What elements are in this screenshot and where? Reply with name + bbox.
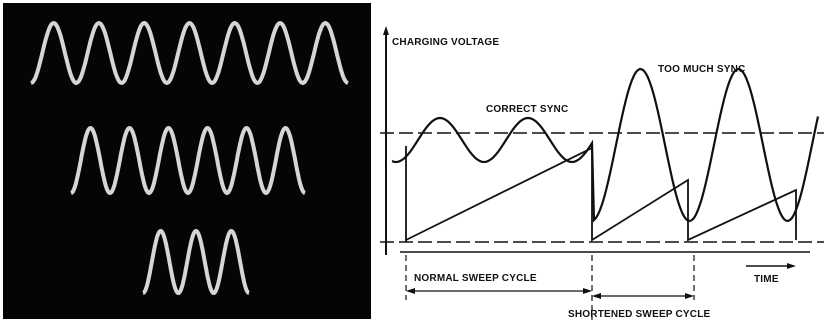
shortened-cycle-arrow-right — [685, 293, 694, 299]
charging-voltage-label: CHARGING VOLTAGE — [392, 37, 499, 48]
normal-cycle-arrow-right — [583, 288, 592, 294]
sync-waveform — [391, 67, 820, 223]
trace-2 — [70, 126, 306, 195]
oscilloscope-screen — [30, 21, 349, 295]
shortened-cycle-arrow-left — [592, 293, 601, 299]
too-much-sync-label: TOO MUCH SYNC — [658, 64, 745, 75]
voltage-axis-arrow — [383, 26, 389, 35]
time-arrow-head — [787, 263, 796, 269]
sweep-sawtooth — [405, 146, 797, 242]
normal-sweep-cycle-label: NORMAL SWEEP CYCLE — [414, 273, 537, 284]
trace-1 — [30, 21, 349, 85]
sync-timing-diagram: CHARGING VOLTAGE CORRECT SYNC TOO MUCH S… — [378, 0, 829, 323]
trace-3 — [141, 229, 251, 295]
time-label: TIME — [754, 274, 779, 285]
correct-sync-label: CORRECT SYNC — [486, 104, 568, 115]
sine-traces — [30, 21, 349, 295]
timing-diagram-svg: CHARGING VOLTAGE CORRECT SYNC TOO MUCH S… — [380, 26, 824, 320]
oscilloscope-photo — [3, 3, 371, 319]
normal-cycle-arrow-left — [406, 288, 415, 294]
shortened-sweep-cycle-label: SHORTENED SWEEP CYCLE — [568, 309, 710, 320]
